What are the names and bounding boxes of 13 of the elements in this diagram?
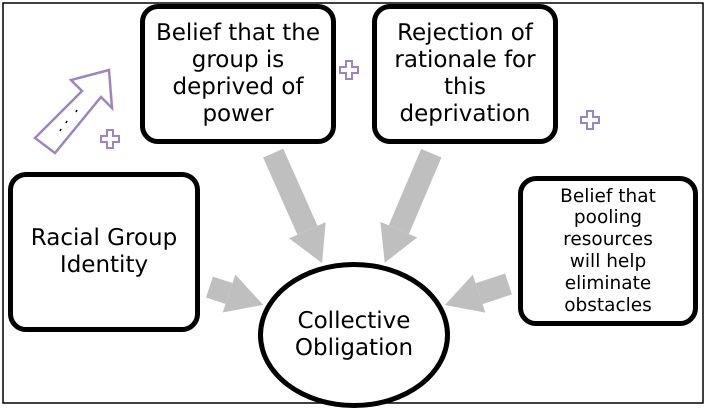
rounded-box [140,4,336,144]
node-text: Racial Group Identity [30,224,178,280]
block-arrow [380,148,442,263]
rounded-box [372,4,558,144]
node-text: Rejection of rationale for this deprivation [393,20,537,128]
node-text: Belief that pooling resources will help eliminate obstacles [559,186,657,316]
rounded-box [8,172,200,332]
block-arrow [444,273,512,313]
node-text: Belief that the group is deprived of power [154,20,322,128]
rounded-box [518,176,698,326]
block-arrow [206,274,264,312]
node-text: Collective Obligation [294,308,414,362]
block-arrow [263,148,326,264]
